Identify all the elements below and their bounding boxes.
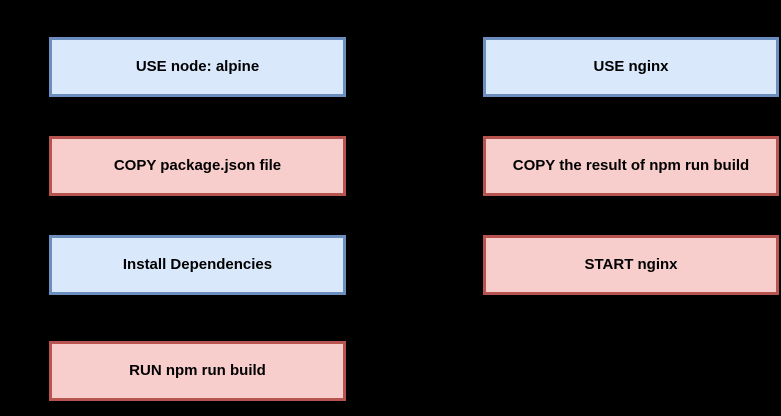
node-use-node-alpine: USE node: alpine [49,37,346,97]
node-run-npm-run-build: RUN npm run build [49,341,346,401]
node-use-nginx: USE nginx [483,37,779,97]
node-copy-build-result: COPY the result of npm run build [483,136,779,196]
node-install-dependencies: Install Dependencies [49,235,346,295]
node-start-nginx: START nginx [483,235,779,295]
node-copy-package-json: COPY package.json file [49,136,346,196]
